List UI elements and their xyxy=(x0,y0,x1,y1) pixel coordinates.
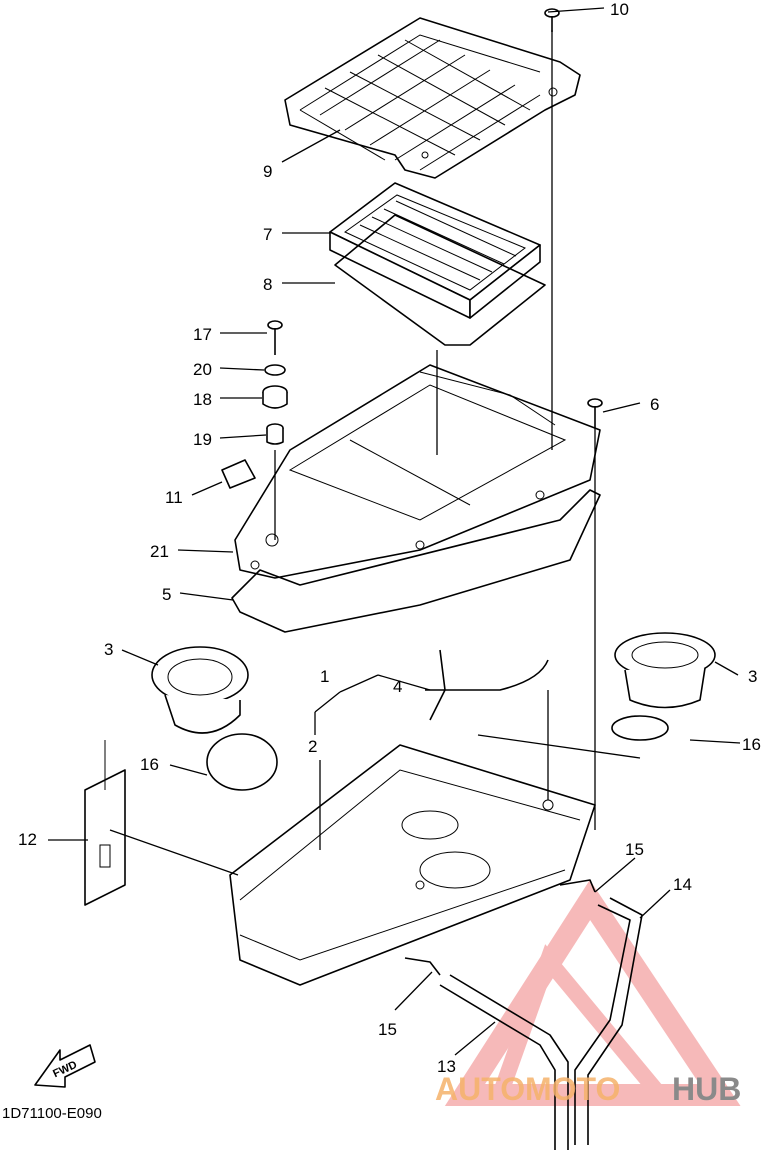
label-12 xyxy=(84,769,126,906)
air-box-lower-case xyxy=(229,744,596,986)
callout-20: 20 xyxy=(193,360,212,379)
callout-15-lower: 15 xyxy=(378,1020,397,1039)
callout-14: 14 xyxy=(673,875,692,894)
screw-6 xyxy=(587,398,603,428)
bolt-17 xyxy=(267,320,283,355)
leader-lines xyxy=(48,7,741,1056)
watermark-hub: HUB xyxy=(672,1071,741,1107)
callout-16-left: 16 xyxy=(140,755,159,774)
callout-19: 19 xyxy=(193,430,212,449)
collar-19 xyxy=(266,423,284,445)
drain-hose-14 xyxy=(574,904,631,1145)
air-box-cover xyxy=(284,17,581,179)
callout-2: 2 xyxy=(308,737,317,756)
clip-15-lower xyxy=(404,957,441,976)
air-filter-element xyxy=(329,182,541,319)
clip-15-upper xyxy=(559,879,596,893)
watermark-logo-icon xyxy=(444,879,741,1106)
callout-17: 17 xyxy=(193,325,212,344)
fwd-arrow-icon: FWD xyxy=(34,1044,96,1088)
drain-hose-13 xyxy=(439,984,556,1150)
callout-4: 4 xyxy=(393,677,402,696)
callout-5: 5 xyxy=(162,585,171,604)
diagram-code: 1D71100-E090 xyxy=(2,1105,102,1122)
watermark-text: AUTO MOTO HUB xyxy=(435,1071,741,1107)
callout-18: 18 xyxy=(193,390,212,409)
watermark-moto: MOTO xyxy=(525,1071,620,1107)
label-12-window xyxy=(99,844,111,868)
callout-numbers: 10 9 7 8 17 20 18 6 19 11 21 5 3 3 1 4 2… xyxy=(18,0,761,1076)
callout-13: 13 xyxy=(437,1057,456,1076)
intake-joint-right xyxy=(614,632,716,709)
hose-clamp-left xyxy=(206,733,278,791)
callout-6: 6 xyxy=(650,395,659,414)
grommet-18 xyxy=(262,385,288,409)
breather-pipe-4 xyxy=(425,649,549,721)
screw-10 xyxy=(544,8,560,32)
callout-7: 7 xyxy=(263,225,272,244)
callout-9: 9 xyxy=(263,162,272,181)
callout-12: 12 xyxy=(18,830,37,849)
callout-8: 8 xyxy=(263,275,272,294)
label-plate-11 xyxy=(221,459,256,489)
callout-21: 21 xyxy=(150,542,169,561)
hose-clamp-right xyxy=(611,715,669,741)
callout-16-right: 16 xyxy=(742,735,761,754)
callout-3-right: 3 xyxy=(748,667,757,686)
callout-3-left: 3 xyxy=(104,640,113,659)
callout-11: 11 xyxy=(165,488,183,507)
intake-joint-left xyxy=(151,646,249,734)
case-gasket-5 xyxy=(231,489,601,633)
filter-gasket xyxy=(334,214,546,346)
callout-1: 1 xyxy=(320,667,329,686)
callout-15-upper: 15 xyxy=(625,840,644,859)
watermark-auto: AUTO xyxy=(435,1071,525,1107)
washer-20 xyxy=(264,364,286,376)
callout-10: 10 xyxy=(610,0,629,19)
air-box-upper-case xyxy=(234,364,601,579)
